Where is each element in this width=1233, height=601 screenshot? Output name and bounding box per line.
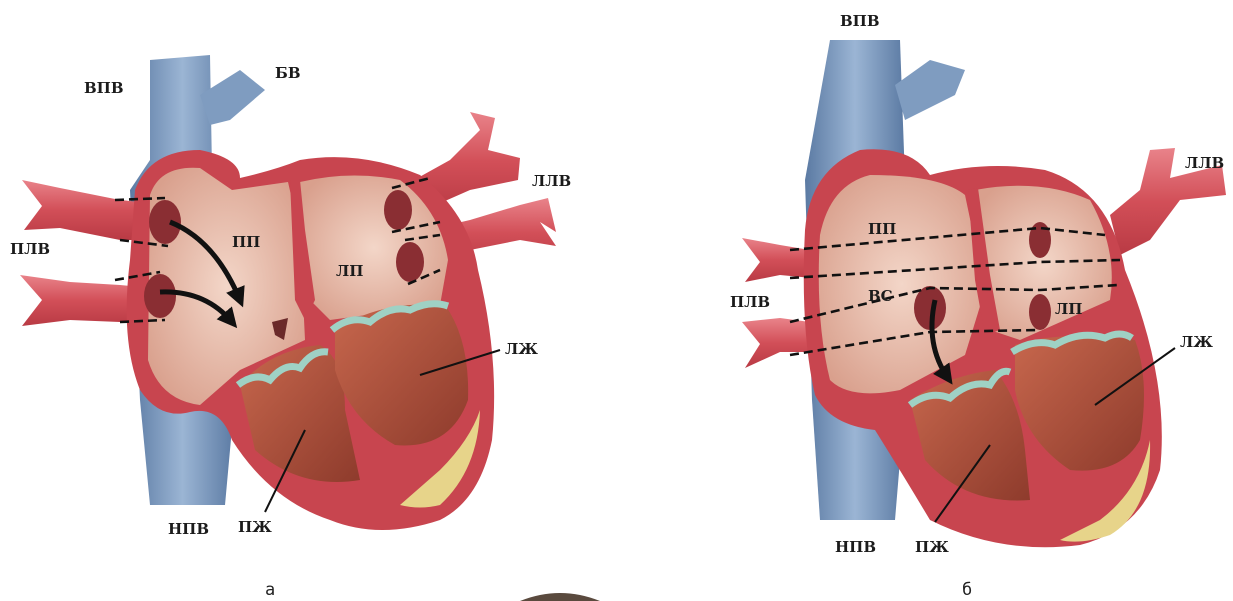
partial-object-bottom: [520, 593, 600, 601]
label-lpv-b: ЛЛВ: [1185, 154, 1224, 172]
label-ivc-a: НПВ: [168, 520, 209, 538]
label-ra-a: ПП: [232, 233, 260, 251]
lpv-ostium-upper-a: [384, 190, 412, 230]
caption-b: б: [962, 580, 972, 600]
label-lpv-a: ЛЛВ: [532, 172, 571, 190]
label-lv-b: ЛЖ: [1180, 333, 1213, 351]
caption-a: а: [265, 580, 275, 600]
panel-a: ВПВ БВ ПЛВ ЛЛВ ПП ЛП ЛЖ ПЖ НПВ а: [10, 55, 571, 600]
brachiocephalic-vein-b: [895, 60, 965, 120]
lpv-ostium-lower-a: [396, 242, 424, 282]
right-pulmonary-veins-b: [742, 238, 812, 282]
la-ostium-b: [1029, 294, 1051, 330]
label-ivc-b: НПВ: [835, 538, 876, 556]
label-rv-b: ПЖ: [915, 538, 949, 556]
right-pulmonary-vein-lower-b: [742, 318, 812, 368]
label-rpv-b: ПЛВ: [730, 293, 770, 311]
label-bv-a: БВ: [275, 64, 301, 82]
label-la-b: ЛП: [1055, 300, 1082, 318]
label-lv-a: ЛЖ: [505, 340, 538, 358]
label-svc-b: ВПВ: [840, 12, 880, 30]
label-la-a: ЛП: [336, 262, 363, 280]
label-vs-b: ВС: [868, 287, 893, 305]
panel-b: ВПВ ЛЛВ ПП ПЛВ ВС ЛП ЛЖ НПВ ПЖ б: [730, 12, 1226, 600]
label-svc-a: ВПВ: [84, 79, 124, 97]
rpv-ostium-lower-a: [144, 274, 176, 318]
label-rpv-a: ПЛВ: [10, 240, 50, 258]
label-ra-b: ПП: [868, 220, 896, 238]
label-rv-a: ПЖ: [238, 518, 272, 536]
